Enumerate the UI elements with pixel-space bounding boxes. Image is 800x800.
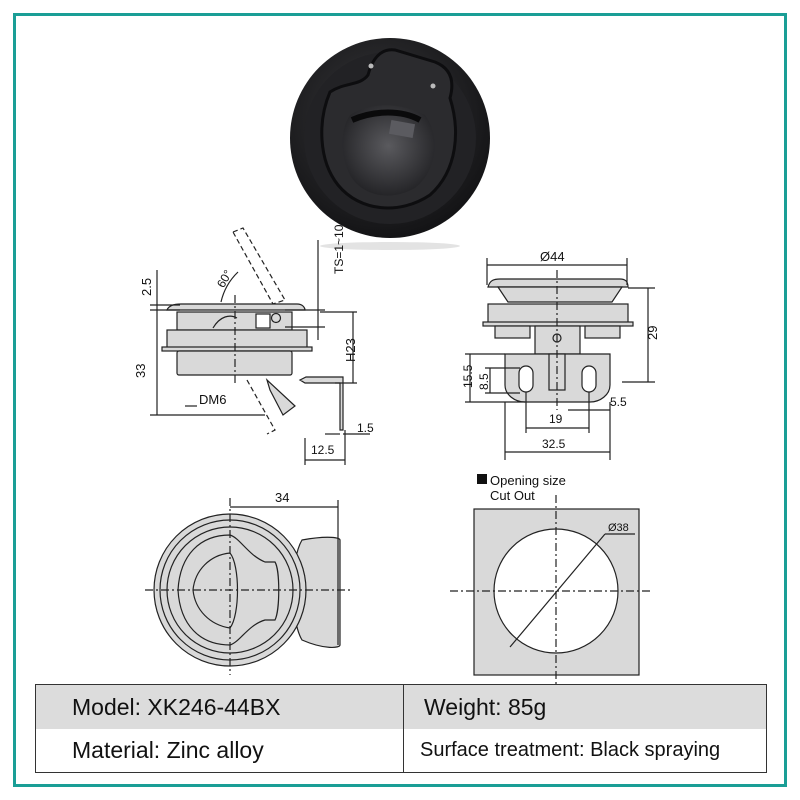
page-border	[13, 13, 787, 787]
spec-surface-treatment: Surface treatment: Black spraying	[420, 739, 721, 761]
dim-slot-width: 5.5	[610, 395, 627, 409]
dim-angle: 60°	[214, 267, 235, 290]
dim-direction: DM6	[199, 392, 226, 407]
cutout-drawing: Opening size Cut Out Ø38	[450, 473, 650, 685]
spec-row: Material: Zinc alloy Surface treatment: …	[36, 729, 766, 772]
dim-height: 29	[645, 326, 660, 340]
product-photo	[290, 38, 490, 250]
cutout-subtitle: Cut Out	[490, 488, 535, 503]
dim-top-height: 2.5	[139, 278, 154, 296]
spec-table: Model: XK246-44BX Weight: 85g Material: …	[35, 684, 767, 773]
dim-slot-height: 8.5	[477, 373, 491, 390]
dim-latch-height: H23	[343, 338, 358, 362]
dim-base-height: 15.5	[461, 364, 475, 388]
dim-panel-thickness: TS=1~10	[332, 224, 346, 274]
side-view-drawing: 33 2.5 60° TS=1~10 H23 DM6 1.5 12.5	[133, 224, 374, 465]
dim-slot-spacing: 19	[549, 412, 563, 426]
bullet-square-icon	[477, 474, 487, 484]
spec-model: Model: XK246-44BX	[36, 685, 404, 729]
cutout-title: Opening size	[490, 473, 566, 488]
dim-tongue-thickness: 1.5	[357, 421, 374, 435]
dim-tongue-offset: 12.5	[311, 443, 335, 457]
dim-total-height: 33	[133, 364, 148, 378]
spec-row: Model: XK246-44BX Weight: 85g	[36, 685, 766, 730]
top-view-drawing: 34	[145, 490, 350, 675]
dim-diameter: Ø44	[540, 249, 565, 264]
front-view-drawing: Ø44 29 15.5 8.5 5.5 19 32.5	[461, 249, 660, 460]
spec-material: Material: Zinc alloy	[36, 729, 404, 772]
cutout-diameter: Ø38	[608, 522, 629, 534]
dim-reach: 34	[275, 490, 289, 505]
dim-base-width: 32.5	[542, 437, 566, 451]
spec-weight: Weight: 85g	[424, 693, 547, 720]
